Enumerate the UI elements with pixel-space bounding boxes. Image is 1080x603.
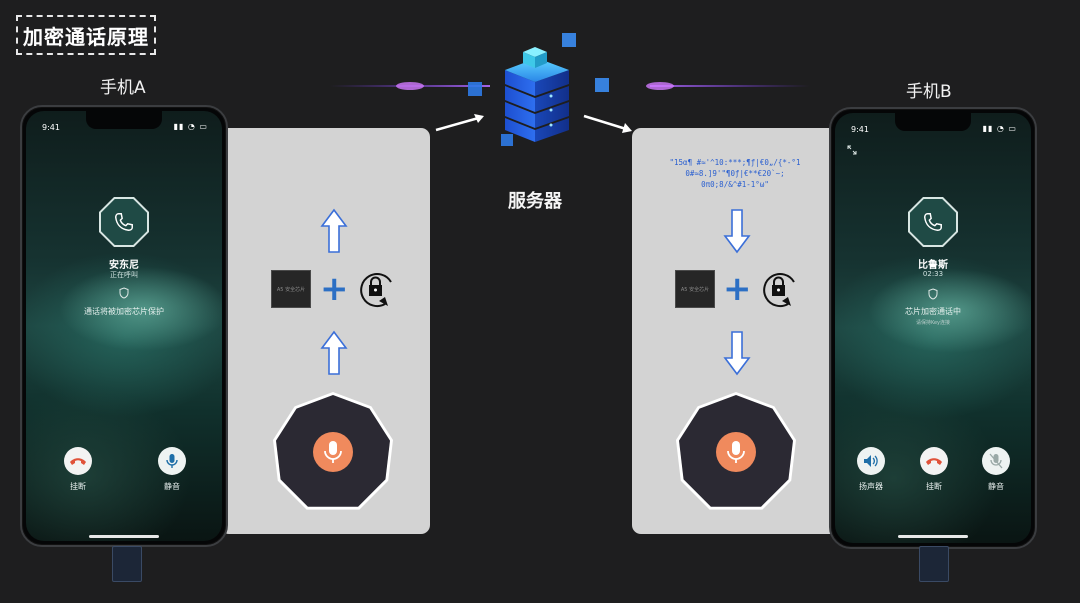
ciphertext-line: 0π0;8/&^#1-1°ω" <box>640 179 830 190</box>
security-chip: A5 安全芯片 <box>675 270 715 308</box>
home-indicator <box>898 535 968 538</box>
contact-name: 比鲁斯 <box>835 256 1031 271</box>
encryption-note: 芯片加密通话中 <box>835 306 1031 317</box>
hang-up-button[interactable] <box>920 447 948 475</box>
diagram-title: 加密通话原理 <box>16 15 156 55</box>
security-key-dongle <box>919 546 949 582</box>
phone-b: 9:41 ▮▮ ◔ ▭ 比鲁斯 02:33 芯片加密通话中 请保持Key连接 扬… <box>829 107 1037 549</box>
phone-a-label: 手机A <box>100 73 146 98</box>
status-time: 9:41 <box>851 125 869 134</box>
ciphertext-line: 0#≈8.]9'"¶0ƒ|€**€20`~; <box>640 168 830 179</box>
shield-icon <box>928 288 938 300</box>
server-icon <box>465 30 615 155</box>
mute-button[interactable] <box>982 447 1010 475</box>
security-chip: A5 安全芯片 <box>271 270 311 308</box>
phone-icon <box>922 211 944 233</box>
up-arrow-icon <box>320 330 348 376</box>
mute-icon <box>989 453 1003 469</box>
up-arrow-icon <box>320 208 348 254</box>
phone-icon <box>113 211 135 233</box>
security-key-dongle <box>112 546 142 582</box>
hang-up-label: 挂断 <box>58 481 98 492</box>
contact-avatar <box>99 197 149 247</box>
notch <box>86 111 162 129</box>
encryption-note: 通话将被加密芯片保护 <box>26 306 222 317</box>
arrow-to-server <box>432 112 492 134</box>
mute-label: 静音 <box>152 481 192 492</box>
status-time: 9:41 <box>42 123 60 132</box>
status-icons: ▮▮ ◔ ▭ <box>983 124 1017 133</box>
down-arrow-icon <box>723 208 751 254</box>
call-status: 正在呼叫 <box>26 270 222 280</box>
mute-button[interactable] <box>158 447 186 475</box>
key-connection-note: 请保持Key连接 <box>835 319 1031 326</box>
hang-up-icon <box>69 456 87 466</box>
speaker-label: 扬声器 <box>851 481 891 492</box>
notch <box>895 113 971 131</box>
speaker-icon <box>863 454 879 468</box>
lock-cycle-icon <box>758 268 800 310</box>
home-indicator <box>89 535 159 538</box>
call-timer: 02:33 <box>835 270 1031 278</box>
lock-cycle-icon <box>355 268 397 310</box>
speaker-button[interactable] <box>857 447 885 475</box>
ciphertext-line: "15α¶ #≈'^10:***;¶ƒ|€0„/{*-°1 <box>640 157 830 168</box>
phone-b-screen: 9:41 ▮▮ ◔ ▭ 比鲁斯 02:33 芯片加密通话中 请保持Key连接 扬… <box>835 113 1031 543</box>
contact-avatar <box>908 197 958 247</box>
down-arrow-icon <box>723 330 751 376</box>
shield-icon <box>119 287 129 299</box>
contact-name: 安东尼 <box>26 256 222 271</box>
phone-b-label: 手机B <box>906 77 952 102</box>
minimize-icon[interactable] <box>847 145 857 155</box>
status-icons: ▮▮ ◔ ▭ <box>174 122 208 131</box>
hang-up-button[interactable] <box>64 447 92 475</box>
arrow-from-server <box>582 112 636 134</box>
plus-sign: + <box>320 272 349 306</box>
phone-a-screen: 9:41 ▮▮ ◔ ▭ 安东尼 正在呼叫 通话将被加密芯片保护 挂断 <box>26 111 222 541</box>
hang-up-label: 挂断 <box>914 481 954 492</box>
microphone-icon <box>166 453 178 469</box>
hang-up-icon <box>925 456 943 466</box>
mute-label: 静音 <box>976 481 1016 492</box>
microphone-icon <box>715 431 757 473</box>
server-label: 服务器 <box>508 187 562 213</box>
ciphertext-block: "15α¶ #≈'^10:***;¶ƒ|€0„/{*-°1 0#≈8.]9'"¶… <box>640 157 830 190</box>
plus-sign: + <box>723 272 752 306</box>
phone-a: 9:41 ▮▮ ◔ ▭ 安东尼 正在呼叫 通话将被加密芯片保护 挂断 <box>20 105 228 547</box>
microphone-icon <box>312 431 354 473</box>
